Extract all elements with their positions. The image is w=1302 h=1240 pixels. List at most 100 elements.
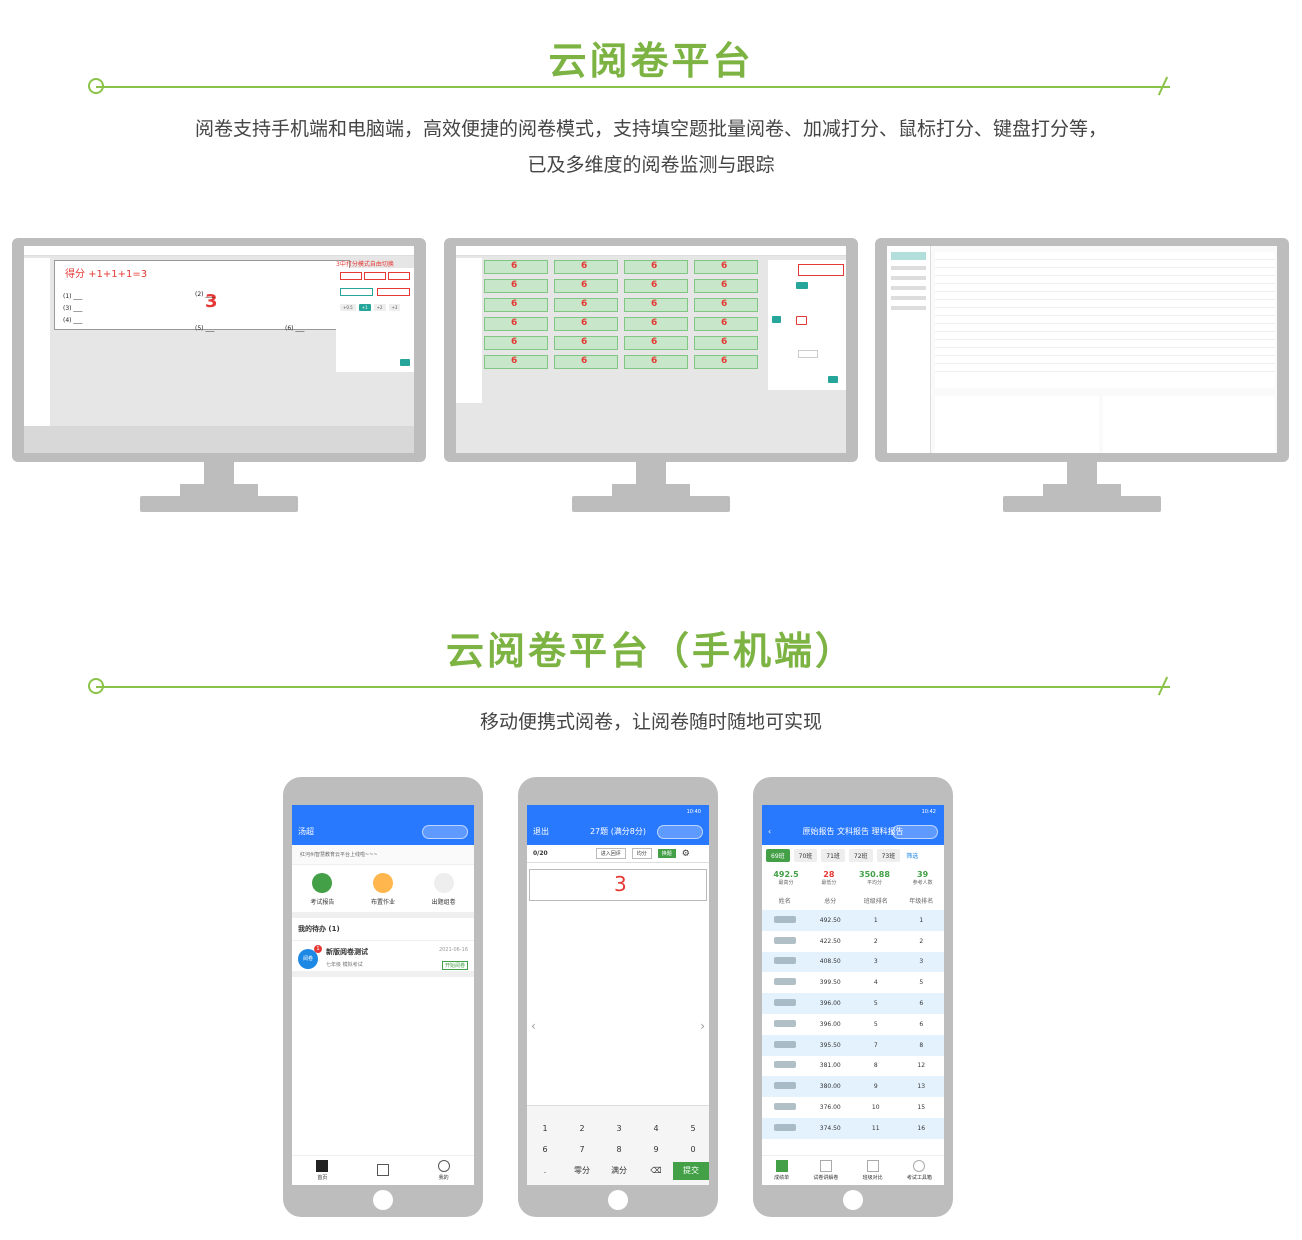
- answer-cell[interactable]: 6: [554, 279, 618, 293]
- answer-cell[interactable]: 6: [624, 260, 688, 274]
- keypad-key[interactable]: 零分: [574, 1166, 590, 1175]
- todo-item[interactable]: 阅卷 1 新版阅卷测试 2021-06-16 七年级 模拟考试 开始阅卷: [292, 941, 474, 977]
- answer-cell[interactable]: 6: [484, 355, 548, 369]
- nav-paper-explain[interactable]: 试卷讲解卷: [813, 1160, 838, 1181]
- change-question-button[interactable]: 换题: [657, 849, 676, 858]
- answer-cell[interactable]: 6: [694, 279, 758, 293]
- review-button[interactable]: 进入回评: [595, 848, 626, 859]
- settings-icon[interactable]: ⚙: [681, 848, 690, 859]
- back-button[interactable]: 退出: [533, 827, 549, 836]
- keypad-key[interactable]: 0: [690, 1145, 696, 1154]
- nav-class-compare[interactable]: 班级对比: [863, 1160, 883, 1181]
- compose-paper-entry[interactable]: 出题组卷: [432, 873, 456, 906]
- keypad-key[interactable]: 1: [542, 1124, 548, 1133]
- answer-cell[interactable]: 6: [624, 279, 688, 293]
- keypad-key[interactable]: 4: [653, 1124, 659, 1133]
- keypad-key[interactable]: 7: [579, 1145, 585, 1154]
- assign-homework-entry[interactable]: 布置作业: [371, 873, 395, 906]
- submit-button[interactable]: [400, 359, 410, 366]
- answer-cell[interactable]: 6: [554, 336, 618, 350]
- keypad-key[interactable]: 9: [653, 1145, 659, 1154]
- answer-cell[interactable]: 6: [694, 317, 758, 331]
- class-tab[interactable]: 69班: [766, 849, 790, 862]
- answer-cell[interactable]: 6: [624, 355, 688, 369]
- keypad-key[interactable]: 2: [579, 1124, 585, 1133]
- answer-cell[interactable]: 6: [554, 317, 618, 331]
- answer-cell[interactable]: 6: [484, 336, 548, 350]
- keypad-key[interactable]: 满分: [611, 1166, 627, 1175]
- nav-middle[interactable]: [376, 1163, 389, 1178]
- keypad-key[interactable]: .: [543, 1166, 547, 1175]
- zero-score-button[interactable]: [377, 288, 410, 296]
- score-mark: 3: [205, 291, 218, 312]
- table-cell: 399.50: [819, 979, 841, 987]
- keypad-key[interactable]: 5: [690, 1124, 696, 1133]
- notice-bar[interactable]: 红河州智慧教育云平台上线啦~~~: [292, 845, 474, 865]
- mini-program-capsule[interactable]: [657, 825, 703, 839]
- class-tab[interactable]: 70班: [793, 849, 818, 862]
- keypad-key[interactable]: 3: [616, 1124, 622, 1133]
- class-tab[interactable]: 73班: [876, 849, 901, 862]
- mode-button[interactable]: [388, 272, 410, 280]
- answer-cell[interactable]: 6: [484, 317, 548, 331]
- start-marking-button[interactable]: 开始阅卷: [441, 961, 468, 970]
- mode-button[interactable]: [364, 272, 386, 280]
- mini-program-capsule[interactable]: [422, 825, 468, 839]
- mode-button[interactable]: [340, 272, 362, 280]
- nav-toolbox[interactable]: 考试工具箱: [907, 1160, 932, 1181]
- nav-score-sheet[interactable]: 成绩单: [774, 1160, 789, 1181]
- class-tab[interactable]: 71班: [821, 849, 845, 862]
- keypad-key[interactable]: 8: [616, 1145, 622, 1154]
- answer-cell[interactable]: 6: [554, 298, 618, 312]
- full-score-button[interactable]: [340, 288, 373, 296]
- answer-cell[interactable]: 6: [554, 355, 618, 369]
- answer-cell[interactable]: 6: [484, 279, 548, 293]
- answer-cell[interactable]: 6: [484, 298, 548, 312]
- answer-cell[interactable]: 6: [694, 355, 758, 369]
- nav-home[interactable]: 首页: [316, 1160, 329, 1181]
- average-button[interactable]: 均分: [631, 848, 652, 859]
- answer-cell[interactable]: 6: [694, 298, 758, 312]
- answer-cell[interactable]: 6: [624, 298, 688, 312]
- answer-cell[interactable]: 6: [484, 260, 548, 274]
- table-row: [935, 356, 1275, 364]
- filter-button[interactable]: 筛选: [906, 853, 919, 860]
- layout-selector[interactable]: [798, 264, 844, 276]
- stat-label: 最低分: [821, 880, 837, 886]
- submit-button[interactable]: [828, 376, 838, 383]
- answer-cell[interactable]: 6: [694, 260, 758, 274]
- score-input[interactable]: [798, 350, 818, 358]
- backspace-icon[interactable]: ⌫: [650, 1166, 662, 1175]
- table-cell: 1: [919, 916, 924, 924]
- class-tab[interactable]: 72班: [848, 849, 873, 862]
- keypad-key[interactable]: 6: [542, 1145, 548, 1154]
- answer-cell[interactable]: 6: [624, 317, 688, 331]
- stat-value: 492.5: [773, 870, 799, 879]
- back-icon[interactable]: ‹: [768, 827, 772, 836]
- report-tabs[interactable]: 原始报告 文科报告 理科报告: [802, 827, 904, 836]
- phone-2-screen: 10:40 退出 27题 (满分8分) 0/20 进入回评 均分 换题 ⚙ 3 …: [527, 805, 709, 1185]
- answer-cell[interactable]: 6: [694, 336, 758, 350]
- stat-value: 39: [917, 870, 929, 879]
- mini-program-capsule[interactable]: [892, 825, 938, 839]
- next-icon[interactable]: ›: [700, 1019, 705, 1033]
- answer-cell[interactable]: 6: [624, 336, 688, 350]
- exam-report-entry[interactable]: 考试报告: [310, 873, 334, 906]
- answer-cell[interactable]: 6: [554, 260, 618, 274]
- sidebar: [887, 246, 931, 453]
- prev-icon[interactable]: ‹: [531, 1019, 536, 1033]
- nav-mine[interactable]: 我的: [437, 1160, 450, 1181]
- submit-button[interactable]: 提交: [673, 1162, 709, 1180]
